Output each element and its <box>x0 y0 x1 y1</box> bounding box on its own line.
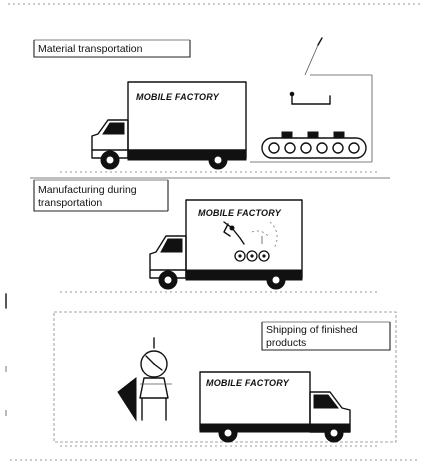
caption-material-transportation: Material transportation <box>34 40 190 57</box>
loading-dock-icon <box>118 338 172 420</box>
robot-arm-icon <box>290 92 330 104</box>
truck-3-label: MOBILE FACTORY <box>206 378 290 388</box>
truck-2: MOBILE FACTORY <box>150 200 302 289</box>
loading-ramp-icon <box>118 378 136 420</box>
truck-2-label: MOBILE FACTORY <box>198 208 282 218</box>
caption-shipping-line2: products <box>266 337 306 349</box>
truck-1: MOBILE FACTORY <box>92 82 246 169</box>
caption-shipping-line1: Shipping of finished <box>266 324 358 336</box>
caption-material-transportation-text: Material transportation <box>38 43 143 55</box>
caption-shipping: Shipping of finished products <box>262 322 390 350</box>
panel-shipping: Shipping of finished products MOBILE FAC… <box>54 312 396 446</box>
truck-3: MOBILE FACTORY <box>200 372 350 442</box>
conveyor-belt <box>262 132 366 158</box>
caption-manufacturing-line2: transportation <box>38 197 102 209</box>
panel-manufacturing: Manufacturing during transportation MOBI… <box>34 180 380 292</box>
panel-material-transportation: Material transportation <box>30 38 390 178</box>
caption-manufacturing-line1: Manufacturing during <box>38 184 137 196</box>
robot-arm-gears-icon <box>224 222 277 261</box>
caption-manufacturing: Manufacturing during transportation <box>34 180 168 211</box>
truck-1-label: MOBILE FACTORY <box>136 92 220 102</box>
